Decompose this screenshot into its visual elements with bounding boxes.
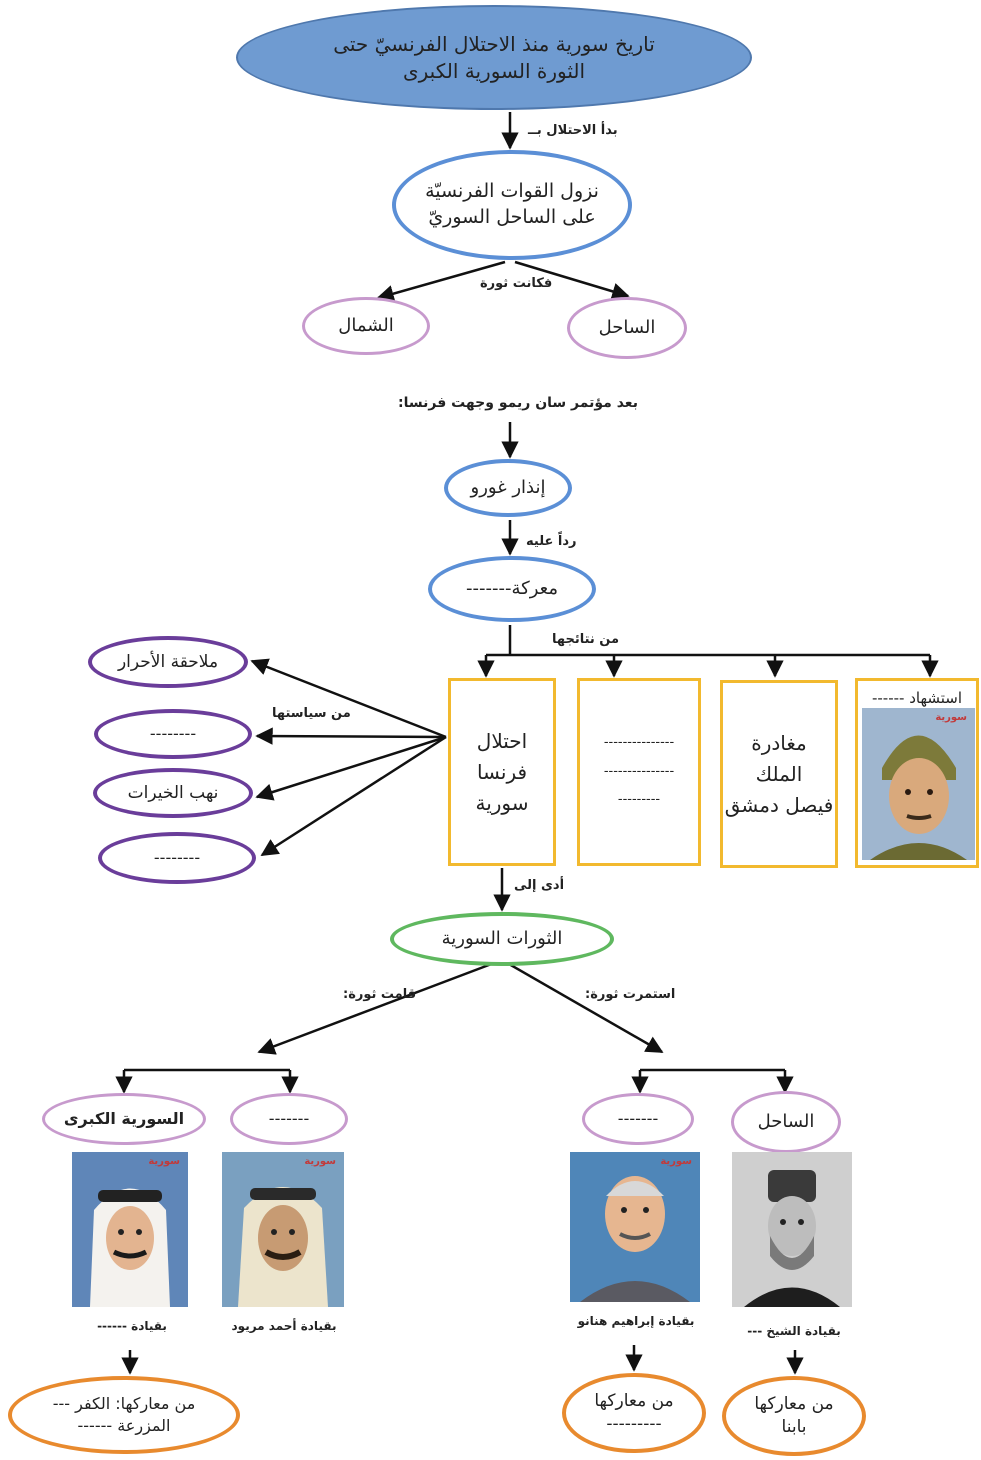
portrait-great-figure [72,1152,188,1307]
policy-node-2: -------- [94,709,252,759]
policy-1-text: ملاحقة الأحرار [117,651,219,672]
result-king-box: مغادرة الملك فيصل دمشق [720,680,838,868]
stamp-hananu: سورية [660,1156,692,1167]
label-after-san-remo: بعد مؤتمر سان ريمو وجهت فرنسا: [398,395,638,411]
result-king-text: مغادرة الملك فيصل دمشق [724,730,834,817]
arrow-to-left-branch [257,958,503,1055]
result-occupation-text: احتلال فرنسا سورية [475,728,529,815]
caption-mreiwed: بقيادة أحمد مريود [231,1319,337,1333]
arrow-policy-1 [250,658,447,739]
arrow-landing-coast [514,260,630,300]
label-led-to: أدى إلى [514,878,565,893]
north-node: الشمال [302,297,430,355]
stamp-martyr: سورية [935,712,967,723]
arrow-policy-4 [260,735,447,857]
policy-3-text: نهب الخيرات [127,782,219,803]
battle-node: معركة------- [428,556,596,622]
battle-right-text: من معاركها بابنا [754,1394,834,1437]
policy-4-text: -------- [153,848,201,868]
label-continued: استمرت ثورة: [585,987,676,1002]
syrian-revolts-node: الثورات السورية [390,912,614,966]
portrait-martyr-figure [862,708,975,860]
battle-middle-node: من معاركها --------- [562,1373,706,1453]
portrait-hananu-figure [570,1152,700,1302]
ultimatum-text: إنذار غورو [470,476,546,498]
portrait-sheikh-figure [732,1152,852,1307]
label-arose: قامت ثورة: [343,987,417,1002]
battle-left-text: من معاركها: الكفر --- المزرعة ------ [52,1394,196,1435]
result-blank-box: --------------- --------------- --------… [577,678,701,866]
stamp-mreiwed: سورية [304,1156,336,1167]
coast-text: الساحل [598,316,656,338]
arrow-landing-north [376,260,506,303]
result-martyr-text: استشهاد ------ [871,689,963,707]
north-text: الشمال [338,314,394,336]
revolt-blank-right-node: ------- [582,1093,694,1145]
battle-text: معركة------- [466,577,558,599]
battle-middle-text: من معاركها --------- [594,1391,674,1434]
coast-node: الساحل [567,297,687,359]
arrow-to-right-branch [501,958,664,1054]
label-results: من نتائجها [552,632,620,647]
result-occupation-box: احتلال فرنسا سورية [448,678,556,866]
revolt-blank-left-text: ------- [268,1109,310,1129]
label-began: بدأ الاحتلال بــ [528,123,618,138]
label-policies: من سياستها [272,706,351,721]
caption-hananu: بقيادة إبراهيم هنانو [577,1314,695,1328]
policy-node-3: نهب الخيرات [93,768,253,818]
revolt-blank-right-text: ------- [617,1109,659,1129]
revolt-coast-node: الساحل [731,1091,841,1153]
revolt-blank-left-node: ------- [230,1093,348,1145]
revolt-great-text: السورية الكبرى [63,1109,185,1129]
arrow-policy-2 [255,727,447,745]
stamp-great: سورية [148,1156,180,1167]
landing-node: نزول القوات الفرنسيّة على الساحل السوريّ [392,150,632,260]
ultimatum-node: إنذار غورو [444,459,572,517]
battle-left-node: من معاركها: الكفر --- المزرعة ------ [8,1376,240,1454]
portrait-sheikh [732,1152,852,1307]
title-text: تاريخ سورية منذ الاحتلال الفرنسيّ حتى ال… [333,31,655,83]
label-in-response: رداً عليه [526,534,577,549]
portrait-hananu: سورية [570,1152,700,1302]
portrait-martyr: سورية [862,708,975,860]
syrian-revolts-text: الثورات السورية [441,927,563,949]
portrait-great: سورية [72,1152,188,1307]
policy-2-text: -------- [149,724,197,744]
landing-text: نزول القوات الفرنسيّة على الساحل السوريّ [425,180,599,228]
arrow-policy-3 [255,735,447,801]
battle-right-node: من معاركها بابنا [722,1376,866,1456]
policy-node-4: -------- [98,832,256,884]
title-ellipse: تاريخ سورية منذ الاحتلال الفرنسيّ حتى ال… [236,5,752,110]
label-revolts: فكانت ثورة [480,276,553,291]
portrait-mreiwed: سورية [222,1152,344,1307]
result-blank-text: --------------- --------------- --------… [603,735,675,808]
revolt-great-node: السورية الكبرى [42,1093,206,1145]
policy-node-1: ملاحقة الأحرار [88,636,248,688]
caption-great: بقيادة ------ [97,1319,167,1333]
portrait-mreiwed-figure [222,1152,344,1307]
caption-sheikh: بقيادة الشيخ --- [747,1324,841,1338]
revolt-coast-text: الساحل [757,1110,815,1132]
